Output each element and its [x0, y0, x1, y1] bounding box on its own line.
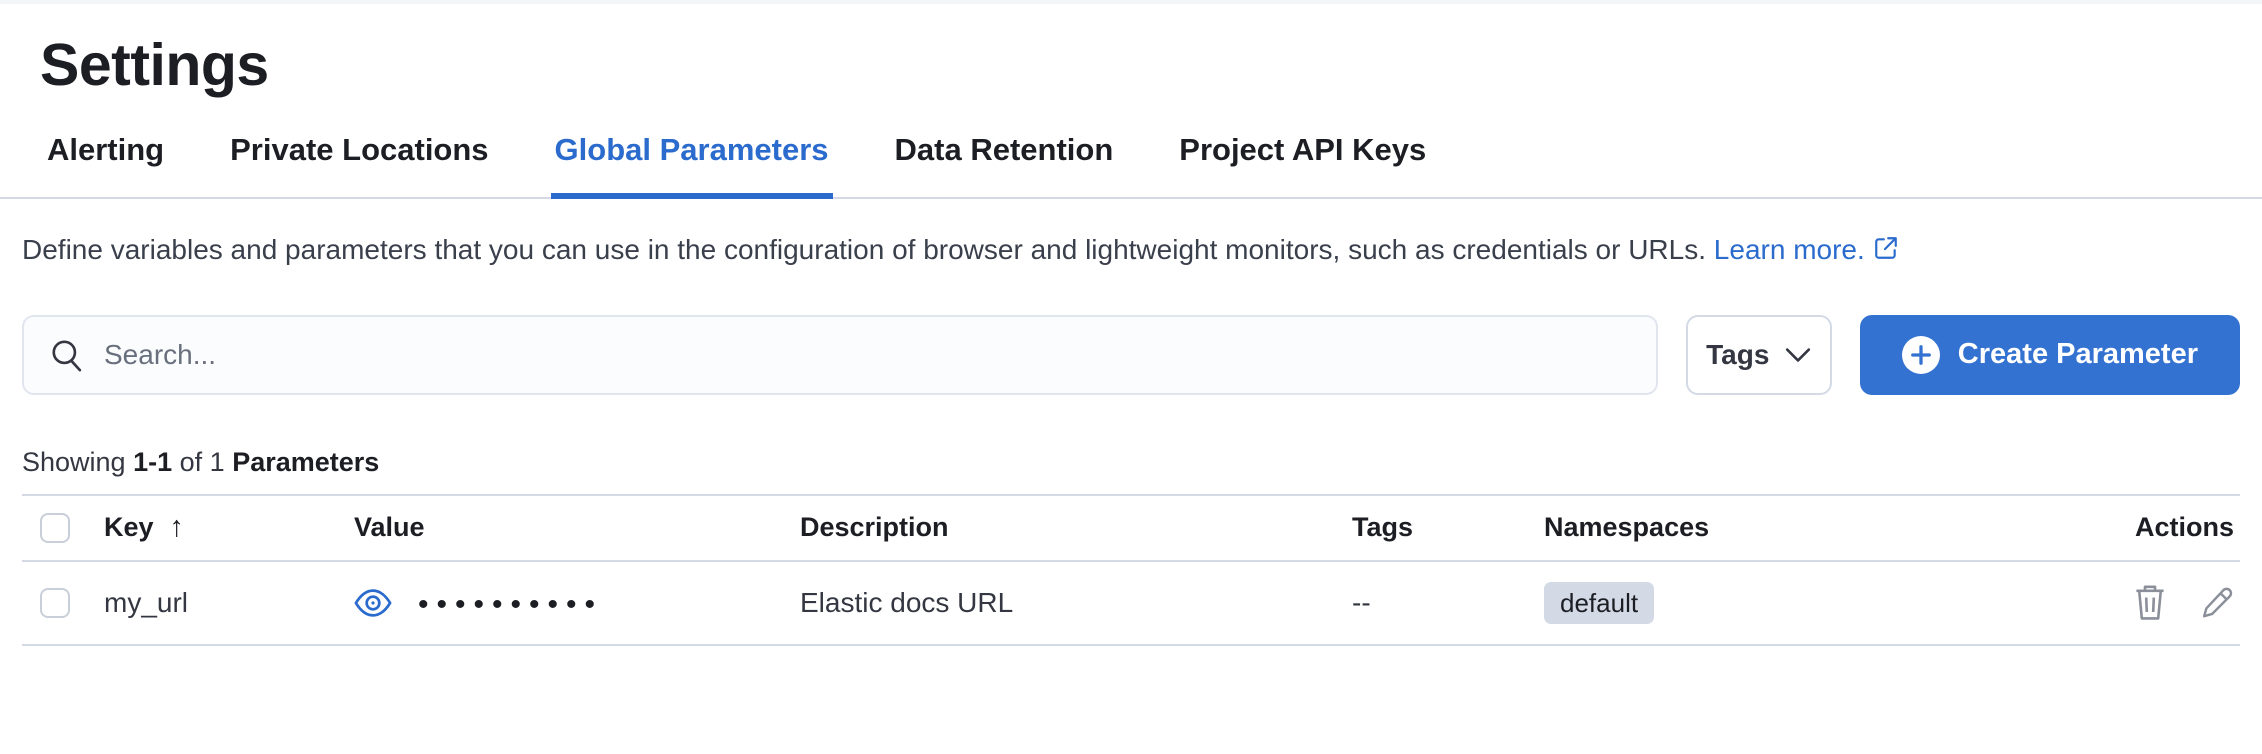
row-value-cell: ••••••••••: [336, 586, 782, 620]
column-header-actions: Actions: [1882, 512, 2240, 543]
row-key-cell: my_url: [86, 587, 336, 619]
key-header-label: Key: [104, 512, 154, 543]
namespace-badge: default: [1544, 581, 1655, 624]
search-input[interactable]: [24, 316, 1656, 393]
eye-icon: [354, 589, 392, 617]
row-tags-cell: --: [1334, 587, 1526, 619]
param-description: Elastic docs URL: [800, 586, 1014, 618]
page-title: Settings: [40, 32, 269, 98]
row-checkbox-cell: [22, 587, 86, 618]
create-parameter-label: Create Parameter: [1957, 338, 2198, 371]
column-header-namespaces: Namespaces: [1526, 512, 1882, 543]
table-row: my_url •••••••••• Elastic docs URL -- de…: [22, 562, 2240, 646]
description-text: Define variables and parameters that you…: [22, 233, 1707, 265]
tab-alerting[interactable]: Alerting: [47, 131, 165, 167]
summary-entity: Parameters: [232, 446, 380, 477]
tab-data-retention[interactable]: Data Retention: [894, 131, 1114, 167]
top-edge-strip: [0, 0, 2262, 4]
trash-icon: [2136, 585, 2164, 620]
reveal-value-button[interactable]: [354, 588, 392, 618]
learn-more-link[interactable]: Learn more.: [1714, 234, 1899, 265]
row-namespaces-cell: default: [1526, 581, 1882, 624]
pencil-icon: [2202, 587, 2233, 618]
parameters-table: Key ↑ Value Description Tags Namespaces A…: [22, 493, 2240, 646]
value-header-label: Value: [354, 512, 425, 543]
create-parameter-button[interactable]: Create Parameter: [1859, 314, 2240, 395]
plus-in-circle-icon: [1901, 335, 1940, 374]
edit-parameter-button[interactable]: [2200, 586, 2234, 620]
tab-project-api-keys[interactable]: Project API Keys: [1179, 131, 1427, 167]
page-description: Define variables and parameters that you…: [22, 227, 2202, 275]
search-box: [22, 314, 1658, 395]
settings-tabs: Alerting Private Locations Global Parame…: [0, 131, 2262, 199]
column-header-key[interactable]: Key ↑: [86, 511, 336, 544]
row-description-cell: Elastic docs URL: [782, 587, 1334, 619]
column-header-value: Value: [336, 512, 782, 543]
row-actions-cell: [1882, 584, 2240, 622]
results-summary: Showing 1-1 of 1 Parameters: [22, 447, 2240, 478]
chevron-down-icon: [1786, 348, 1811, 362]
table-header-row: Key ↑ Value Description Tags Namespaces A…: [22, 496, 2240, 562]
tags-header-label: Tags: [1352, 512, 1414, 543]
column-header-description: Description: [782, 512, 1334, 543]
select-all-checkbox[interactable]: [40, 512, 70, 543]
description-header-label: Description: [800, 512, 949, 543]
header-checkbox-cell: [22, 512, 86, 543]
column-header-tags: Tags: [1334, 512, 1526, 543]
tags-filter-label: Tags: [1706, 338, 1770, 370]
tab-global-parameters[interactable]: Global Parameters: [550, 131, 833, 199]
summary-showing: Showing: [22, 446, 126, 477]
namespaces-header-label: Namespaces: [1544, 512, 1710, 543]
actions-header-label: Actions: [2134, 512, 2234, 543]
summary-of: of 1: [179, 446, 225, 477]
delete-parameter-button[interactable]: [2132, 584, 2168, 622]
masked-value: ••••••••••: [418, 587, 604, 621]
param-tags-empty: --: [1352, 586, 1371, 618]
search-icon: [52, 340, 82, 372]
parameters-toolbar: Tags Create Parameter: [22, 314, 2240, 395]
sort-ascending-icon: ↑: [169, 511, 185, 544]
learn-more-label: Learn more.: [1713, 233, 1865, 265]
row-checkbox[interactable]: [40, 587, 70, 618]
summary-range: 1-1: [133, 446, 173, 477]
param-key: my_url: [104, 586, 189, 618]
tab-private-locations[interactable]: Private Locations: [230, 131, 489, 167]
external-link-icon: [1873, 229, 1899, 275]
tags-filter-button[interactable]: Tags: [1685, 314, 1832, 395]
